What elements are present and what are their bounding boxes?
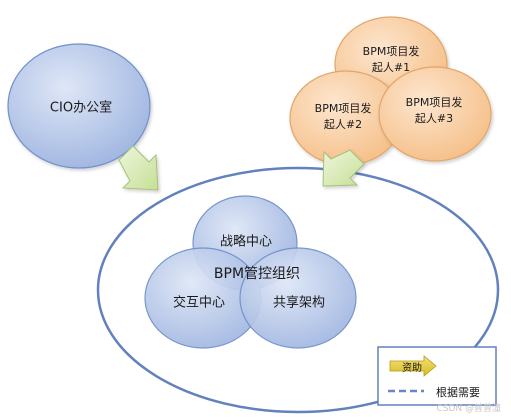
initiator-3-label: BPM项目发 起人#3	[399, 95, 469, 127]
bpm-center-label: BPM管控组织	[213, 266, 301, 282]
initiator-3-label-line2: 起人#3	[414, 112, 454, 125]
watermark-text: CSDN @普曾潼	[436, 404, 501, 414]
arrow-cio-to-bpm	[118, 145, 159, 191]
legend-as-needed-label: 根据需要	[436, 386, 480, 399]
legend-box	[377, 346, 497, 406]
shared-architecture-circle	[239, 247, 357, 349]
initiator-2-label-line2: 起人#2	[323, 118, 363, 131]
initiator-3-label-line1: BPM项目发	[405, 96, 463, 109]
initiator-1-label: BPM项目发 起人#1	[356, 44, 426, 76]
initiator-3-circle	[378, 66, 492, 162]
interaction-center-label: 交互中心	[172, 295, 226, 311]
legend-funding-arrow	[389, 355, 437, 377]
arrow-initiators-to-bpm	[322, 149, 365, 187]
initiator-1-label-line1: BPM项目发	[362, 45, 420, 58]
cio-office-label: CIO办公室	[49, 100, 113, 116]
initiator-1-label-line2: 起人#1	[371, 61, 411, 74]
cio-office-circle	[7, 43, 151, 169]
shared-architecture-label: 共享架构	[272, 295, 326, 311]
legend-funding-label: 资助	[402, 363, 422, 374]
initiator-2-label: BPM项目发 起人#2	[308, 101, 378, 133]
initiator-2-label-line1: BPM项目发	[314, 102, 372, 115]
strategy-center-label: 战略中心	[219, 234, 273, 250]
